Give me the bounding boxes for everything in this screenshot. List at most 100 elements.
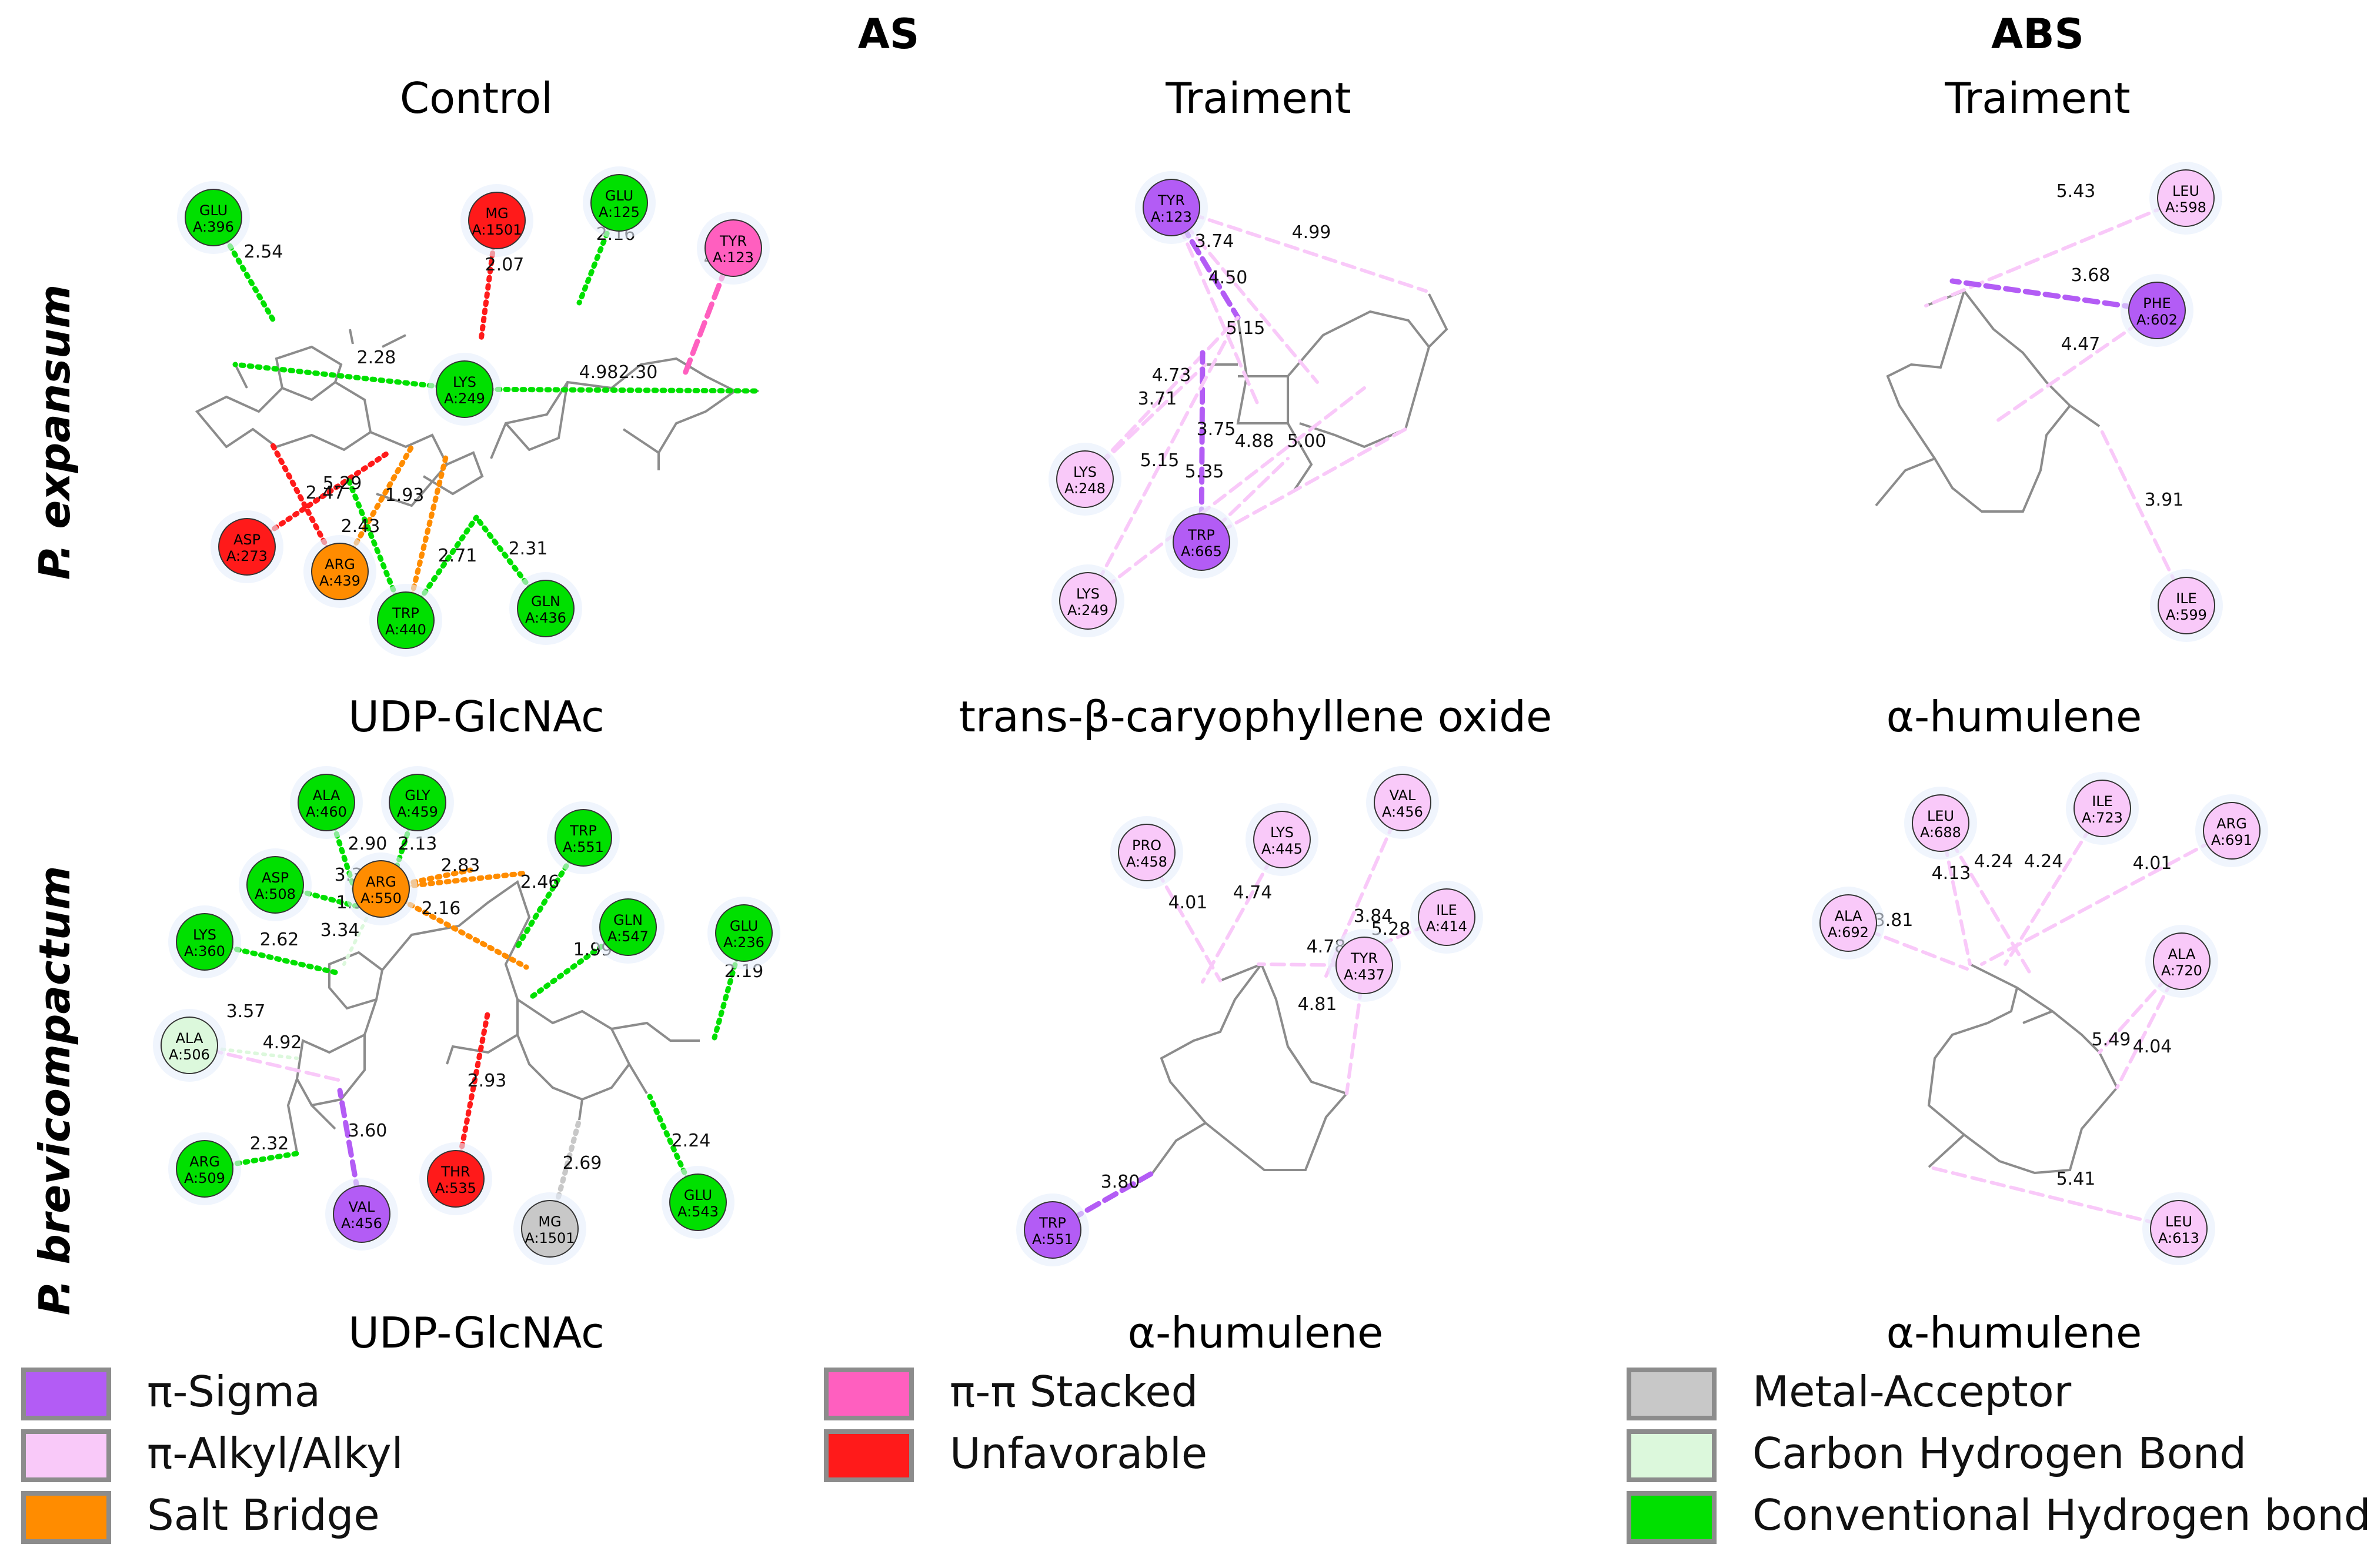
distance-label: 5.49 <box>2092 1029 2131 1050</box>
ligand-bond <box>1886 290 1965 460</box>
residue-circle <box>2150 1200 2208 1258</box>
residue-name: LYS <box>453 374 476 390</box>
distance-label: 4.50 <box>1208 268 1248 288</box>
legend-item: Unfavorable <box>824 1429 1207 1482</box>
residue-id: A:665 <box>1181 543 1222 560</box>
ligand-bond <box>628 1063 648 1095</box>
residue-circle <box>715 904 773 962</box>
ligand-bond <box>446 1034 519 1065</box>
residue-id: A:1501 <box>525 1230 575 1246</box>
residue-id: A:688 <box>1920 824 1961 841</box>
residue-circle <box>1418 888 1475 946</box>
legend-item: Conventional Hydrogen bond <box>1627 1490 2371 1544</box>
legend-item: Carbon Hydrogen Bond <box>1627 1429 2246 1482</box>
distance-label: 1.93 <box>385 485 425 506</box>
distance-label: 2.30 <box>619 362 658 383</box>
ligand-bond <box>370 431 484 496</box>
distance-label: 2.28 <box>357 347 396 368</box>
distance-label: 4.13 <box>1932 863 1971 884</box>
residue-circle <box>1059 572 1117 630</box>
distance-label: 2.16 <box>422 898 461 919</box>
panel-p-expansum-control: 2.542.072.164.682.284.982.302.475.291.93… <box>177 166 770 657</box>
distance-label: 2.07 <box>485 255 525 275</box>
residue-name: TRP <box>569 823 597 839</box>
residue-name: MG <box>485 205 508 222</box>
residue-circle <box>704 219 762 277</box>
distance-label: 4.99 <box>1292 222 1331 243</box>
residue-circle <box>555 809 612 867</box>
residue-id: A:360 <box>184 943 225 959</box>
ligand-skeleton <box>286 880 700 1153</box>
distance-label: 4.74 <box>1233 882 1273 903</box>
residue-circle <box>436 360 493 418</box>
distance-label: 2.69 <box>563 1153 602 1174</box>
residue-id: A:236 <box>723 934 764 951</box>
residue-id: A:506 <box>169 1047 210 1063</box>
ligand-bond <box>611 1021 700 1042</box>
distance-label: 2.31 <box>509 539 548 559</box>
residue-id: A:551 <box>1032 1231 1073 1248</box>
distance-label: 4.24 <box>2024 851 2064 872</box>
residue-mg-1501: MGA:1501 <box>460 184 533 257</box>
distance-label: 3.91 <box>2145 490 2184 510</box>
interaction-line-pi-alkyl <box>1257 962 1366 967</box>
residue-id: A:551 <box>563 839 604 855</box>
residue-name: LEU <box>1927 808 1954 824</box>
residue-id: A:456 <box>341 1215 382 1232</box>
interaction-line-pi-alkyl <box>1083 316 1240 481</box>
residue-name: LEU <box>2172 183 2199 199</box>
ligand-bond <box>1927 987 2018 1136</box>
residue-name: ALA <box>313 787 340 804</box>
distance-label: 2.54 <box>244 242 283 262</box>
legend-item: π-Alkyl/Alkyl <box>21 1429 403 1482</box>
residue-circle <box>161 1017 218 1074</box>
residue-name: GLN <box>613 912 643 928</box>
ligand-skeleton <box>1206 293 1448 492</box>
interaction-line-pi-alkyl <box>1170 206 1428 293</box>
legend-item: Metal-Acceptor <box>1627 1367 2072 1420</box>
residue-name: THR <box>440 1164 470 1180</box>
residue-circle <box>389 774 446 831</box>
distance-label: 5.00 <box>1287 431 1327 452</box>
residue-id: A:249 <box>1067 602 1108 618</box>
residue-circle <box>185 189 242 246</box>
ligand-bond <box>1287 423 1313 492</box>
distance-label: 4.81 <box>1298 994 1337 1015</box>
legend-label: Conventional Hydrogen bond <box>1752 1490 2371 1540</box>
residue-name: ILE <box>2092 793 2113 810</box>
residue-circle <box>427 1150 485 1208</box>
distance-label: 2.93 <box>468 1071 507 1091</box>
header-as: AS <box>858 10 920 58</box>
residue-name: ILE <box>1436 902 1457 918</box>
residue-id: A:535 <box>435 1180 476 1196</box>
residue-name: GLU <box>730 918 758 934</box>
row-label-p-brevicompactum: P. brevicompactum <box>30 866 79 1316</box>
ligand-bond <box>505 382 569 452</box>
residue-id: A:445 <box>1261 841 1303 857</box>
residue-id: A:458 <box>1126 854 1167 870</box>
distance-label: 3.68 <box>2071 265 2111 286</box>
caption-bottom-2: α-humulene <box>1128 1308 1384 1358</box>
residue-circle <box>468 192 526 249</box>
residue-id: A:273 <box>226 548 268 564</box>
residue-circle <box>176 1140 233 1198</box>
ligand-bond <box>516 997 631 1101</box>
residue-id: A:440 <box>385 621 426 638</box>
residue-id: A:123 <box>1151 209 1192 225</box>
column-title-control: Control <box>400 73 553 123</box>
legend-swatch <box>21 1491 111 1544</box>
distance-label: 4.92 <box>263 1032 302 1053</box>
residue-circle <box>298 774 355 831</box>
residue-circle <box>1173 513 1230 571</box>
residue-name: TRP <box>392 605 419 621</box>
